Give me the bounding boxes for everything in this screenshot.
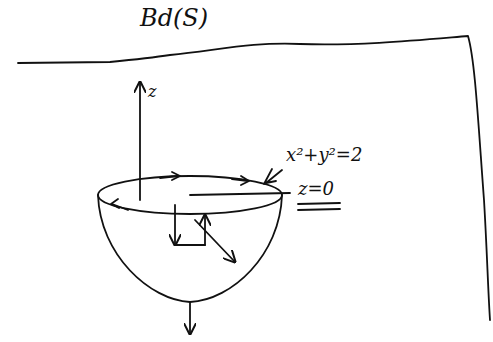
underline — [298, 209, 340, 210]
paper-edge — [18, 36, 490, 320]
orientation-arrow — [111, 199, 119, 208]
z-axis — [139, 82, 141, 200]
normal-vector — [189, 302, 191, 334]
underline — [298, 203, 340, 204]
plane-label: z=0 — [298, 180, 334, 198]
sketch-title: Bd(S) — [140, 6, 208, 30]
orientation-arrow — [241, 176, 249, 185]
radius-line — [190, 193, 290, 195]
orientation-arrow — [172, 172, 180, 180]
equation-label: x²+y²=2 — [286, 146, 362, 164]
normal-vector — [195, 220, 235, 262]
normal-vector — [175, 244, 205, 246]
leader-arrow — [264, 169, 282, 184]
normal-vector — [174, 205, 176, 245]
hemisphere-surface — [98, 195, 282, 302]
axis-label: z — [148, 84, 156, 100]
